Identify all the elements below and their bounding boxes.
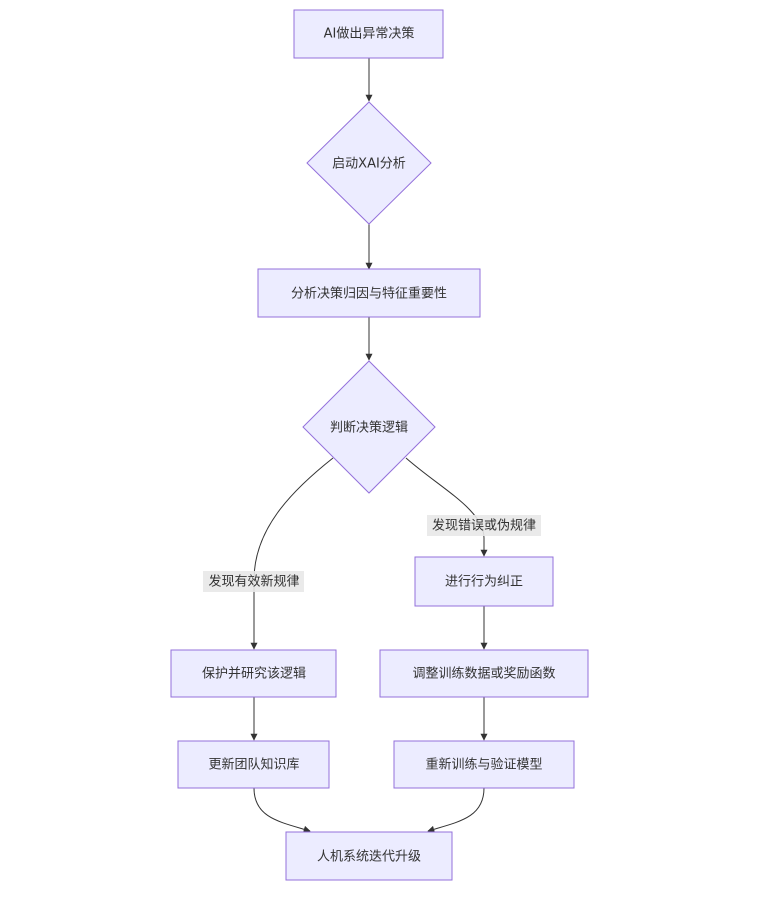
node-start-xai: 启动XAI分析 (306, 101, 432, 225)
node-update-kb: 更新团队知识库 (177, 740, 330, 789)
node-adjust-data: 调整训练数据或奖励函数 (379, 649, 589, 698)
node-judge-logic: 判断决策逻辑 (302, 360, 436, 494)
edge-judge-to-correct (405, 457, 488, 557)
node-correct-behavior-label: 进行行为纠正 (445, 575, 523, 590)
node-ai-decision: AI做出异常决策 (293, 9, 444, 59)
node-judge-logic-label: 判断决策逻辑 (330, 420, 408, 436)
node-protect-research: 保护并研究该逻辑 (170, 649, 337, 698)
edge-judge-to-protect (250, 457, 334, 650)
node-adjust-data-label: 调整训练数据或奖励函数 (412, 667, 555, 682)
node-correct-behavior: 进行行为纠正 (414, 556, 554, 607)
node-ai-decision-label: AI做出异常决策 (324, 26, 415, 42)
node-analyze-attribution-label: 分析决策归因与特征重要性 (291, 286, 447, 302)
edge-retrain-to-iterate (427, 787, 485, 833)
node-start-xai-label: 启动XAI分析 (332, 157, 406, 172)
node-update-kb-label: 更新团队知识库 (208, 757, 299, 773)
node-retrain-validate: 重新训练与验证模型 (393, 740, 575, 789)
node-iterate-upgrade-label: 人机系统迭代升级 (317, 850, 421, 865)
node-protect-research-label: 保护并研究该逻辑 (202, 667, 306, 682)
node-analyze-attribution: 分析决策归因与特征重要性 (257, 268, 481, 318)
edge-label-found-valid: 发现有效新规律 (203, 571, 304, 592)
edge-label-found-error-text: 发现错误或伪规律 (432, 518, 536, 534)
edge-label-found-valid-text: 发现有效新规律 (208, 574, 299, 590)
edge-label-found-error: 发现错误或伪规律 (427, 515, 541, 536)
node-iterate-upgrade: 人机系统迭代升级 (285, 831, 453, 881)
node-retrain-validate-label: 重新训练与验证模型 (425, 757, 542, 773)
edge-kb-to-iterate (253, 787, 311, 833)
